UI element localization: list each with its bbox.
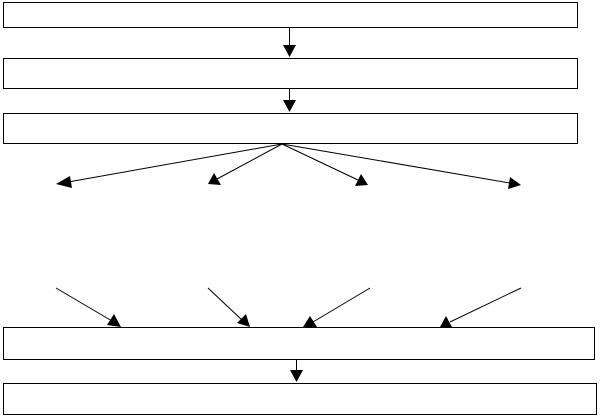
arrow-branch-3-to-box4 xyxy=(303,287,371,327)
arrow-box3-to-branch-3 xyxy=(281,143,368,186)
arrow-box3-to-branch-4 xyxy=(281,143,521,189)
arrow-branch-2-to-box4 xyxy=(207,287,250,327)
arrow-box2-to-box3 xyxy=(283,89,296,112)
arrow-branch-4-to-box4 xyxy=(440,287,522,327)
box-2 xyxy=(3,58,578,89)
arrow-branch-1-to-box4 xyxy=(55,287,121,327)
box-3 xyxy=(3,113,578,144)
box-4 xyxy=(3,327,595,360)
box-5 xyxy=(3,383,597,415)
arrow-box3-to-branch-1 xyxy=(56,143,283,188)
box-1 xyxy=(3,2,578,28)
arrow-box4-to-box5 xyxy=(290,360,303,382)
arrow-box3-to-branch-2 xyxy=(208,143,283,185)
arrow-box1-to-box2 xyxy=(283,27,296,57)
